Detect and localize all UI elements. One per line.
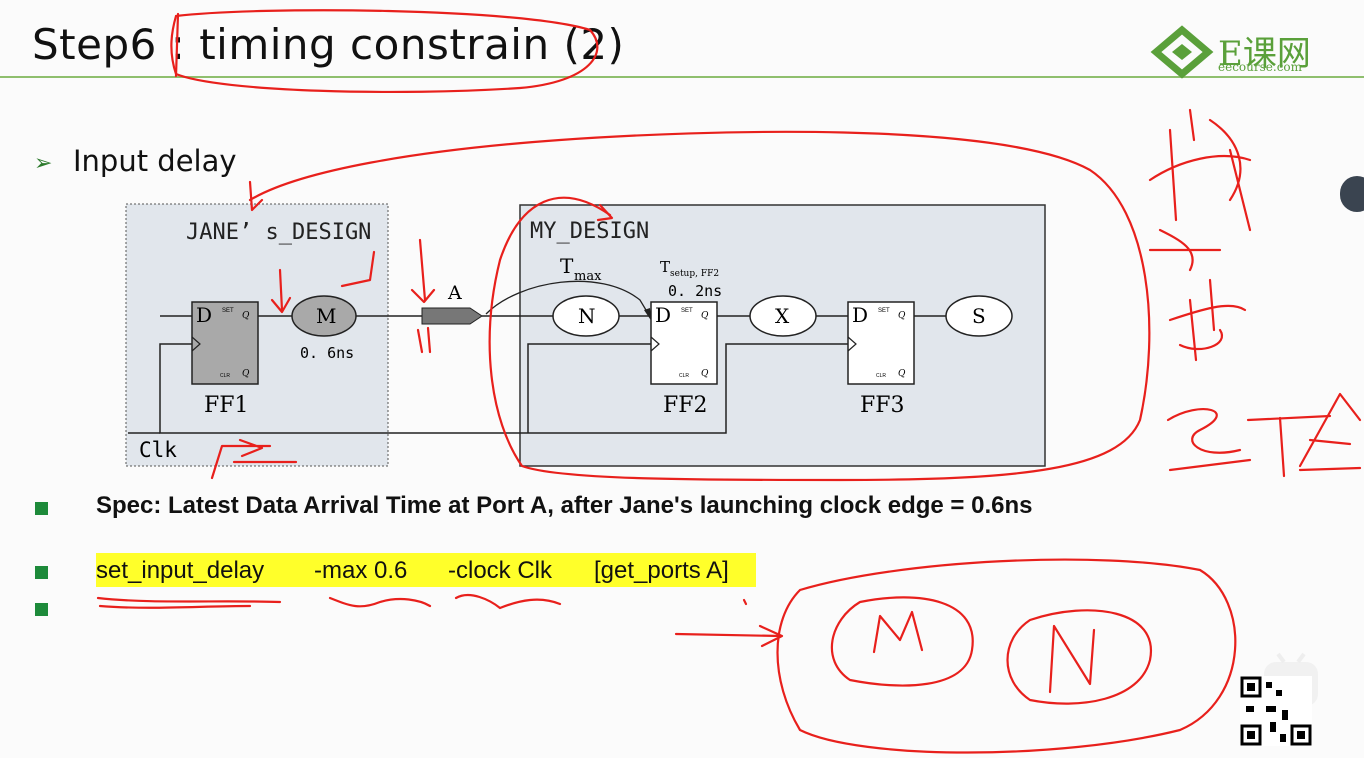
ff2-label: FF2 — [663, 393, 708, 418]
svg-text:X: X — [775, 304, 790, 328]
command-part-1: set_input_delay — [96, 557, 265, 584]
n-logic — [552, 295, 620, 337]
m-delay-label: 0. 6ns — [300, 344, 354, 362]
logo-text: E课网 — [1218, 34, 1311, 74]
svg-text:S: S — [972, 304, 986, 328]
svg-text:D: D — [196, 303, 212, 327]
ff1-label: FF1 — [204, 393, 249, 418]
s-logic — [945, 295, 1013, 337]
svg-text:Q: Q — [701, 369, 709, 379]
svg-text:T: T — [560, 254, 574, 278]
svg-text:Q: Q — [242, 311, 250, 321]
svg-text:D: D — [655, 303, 671, 327]
x-logic — [749, 295, 817, 337]
port-a — [421, 307, 483, 325]
svg-text:N: N — [578, 304, 596, 328]
svg-text:D: D — [852, 303, 868, 327]
svg-text:Q: Q — [898, 369, 906, 379]
qr-code-icon — [1240, 676, 1312, 746]
command-part-4: [get_ports A] — [594, 557, 729, 584]
eecourse-logo-icon — [1150, 25, 1214, 79]
ff3-label: FF3 — [860, 393, 905, 418]
arrow-bullet-icon: ➢ — [34, 150, 53, 175]
svg-text:SET: SET — [222, 308, 234, 314]
svg-text:Q: Q — [242, 369, 250, 379]
handwritten-annotations — [96, 9, 1362, 754]
section-heading: Input delay — [73, 144, 237, 178]
svg-text:SET: SET — [878, 308, 890, 314]
bullet-square-icon — [35, 566, 48, 579]
command-highlight: set_input_delay -max 0.6 -clock Clk [get… — [96, 553, 756, 587]
svg-text:CLR: CLR — [220, 373, 230, 379]
logo-subtext: eecourse.com — [1218, 60, 1303, 74]
clk-label: Clk — [139, 438, 177, 462]
ff1-block — [191, 301, 259, 385]
svg-text:A: A — [447, 282, 462, 304]
svg-text:max: max — [574, 269, 602, 284]
tsetup-value: 0. 2ns — [668, 282, 722, 300]
svg-text:CLR: CLR — [679, 373, 689, 379]
my-design-label: MY_DESIGN — [530, 219, 649, 244]
svg-text:M: M — [316, 304, 336, 328]
svg-text:Q: Q — [701, 311, 709, 321]
slide-title: Step6 : timing constrain (2) — [32, 20, 625, 69]
svg-text:SET: SET — [681, 308, 693, 314]
ff2-block — [650, 301, 718, 385]
title-divider — [0, 76, 1364, 78]
svg-text:Q: Q — [898, 311, 906, 321]
command-part-3: -clock Clk — [448, 557, 553, 584]
m-logic — [291, 295, 357, 337]
command-part-2: -max 0.6 — [314, 557, 408, 584]
side-panel-toggle-icon[interactable] — [1340, 176, 1364, 212]
bullet-square-icon — [35, 603, 48, 616]
svg-text:CLR: CLR — [876, 373, 886, 379]
bullet-square-icon — [35, 502, 48, 515]
ff3-block — [847, 301, 915, 385]
svg-text:T: T — [660, 258, 670, 276]
svg-text:setup, FF2: setup, FF2 — [670, 269, 719, 279]
spec-text: Spec: Latest Data Arrival Time at Port A… — [96, 492, 1033, 519]
jane-design-label: JANE’ s_DESIGN — [186, 220, 371, 245]
